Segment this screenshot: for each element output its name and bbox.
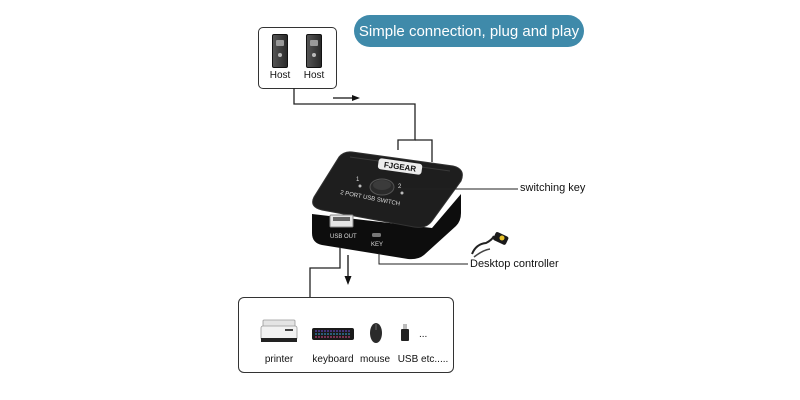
usb-drive-icon <box>401 324 409 341</box>
title-banner: Simple connection, plug and play <box>354 15 584 47</box>
host-label-2: Host <box>303 70 325 81</box>
port-2-led-icon <box>400 191 404 195</box>
pc-tower-icon <box>272 34 288 68</box>
device-mouse <box>363 322 389 347</box>
port-1-led-icon <box>358 184 362 188</box>
desktop-controller-label: Desktop controller <box>470 258 559 270</box>
host-group-box: Host Host <box>258 27 337 89</box>
keyboard-label: keyboard <box>312 354 354 365</box>
port-1-number: 1 <box>356 177 360 183</box>
printer-label: printer <box>264 354 294 365</box>
desktop-controller-icon <box>471 232 509 258</box>
usb-out-label: USB OUT <box>330 234 357 240</box>
host-connector-lines <box>293 88 433 162</box>
mouse-label: mouse <box>359 354 390 365</box>
host-label-1: Host <box>269 70 291 81</box>
key-label: KEY <box>371 242 383 248</box>
controller-leader <box>378 253 468 265</box>
usb-switch-device: FJGEAR 1 2 2 PORT USB SWITCH USB OUT KEY <box>312 151 463 260</box>
device-connector-lines <box>309 247 341 297</box>
device-keyboard <box>309 326 357 345</box>
device-usb-drive <box>397 324 413 345</box>
title-text: Simple connection, plug and play <box>358 22 580 40</box>
device-group-box: printer keyboard mouse ... USB etc..... <box>238 297 454 373</box>
key-jack-icon <box>372 233 381 237</box>
mouse-icon <box>370 323 382 343</box>
port-2-number: 2 <box>398 184 402 190</box>
host-computer-1: Host <box>265 34 295 81</box>
brand-badge <box>377 158 423 175</box>
arrow-right-icon <box>333 95 360 101</box>
printer-icon <box>260 319 298 342</box>
keyboard-icon <box>312 328 354 340</box>
arrow-down-icon <box>344 255 352 285</box>
more-devices-ellipsis: ... <box>419 329 428 340</box>
switching-key-label: switching key <box>520 182 586 194</box>
device-printer <box>257 318 301 347</box>
host-computer-2: Host <box>299 34 329 81</box>
usb-etc-label: USB etc..... <box>397 354 449 365</box>
pc-tower-icon <box>306 34 322 68</box>
